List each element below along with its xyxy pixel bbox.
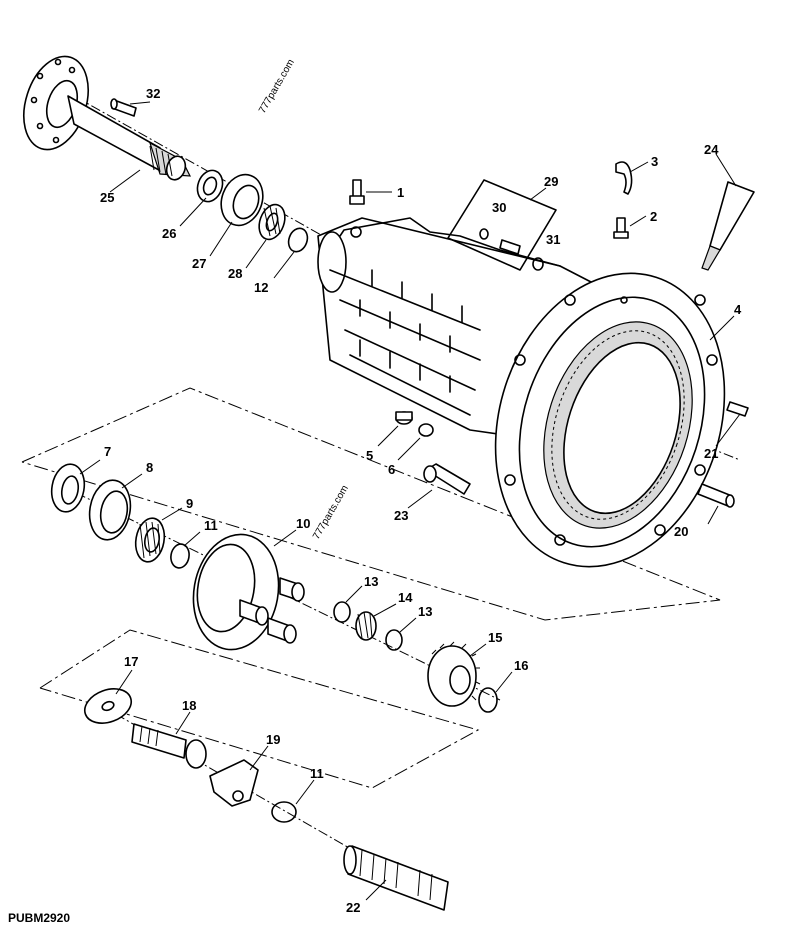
sealant-tube-24 (701, 181, 755, 271)
washer-17 (83, 688, 133, 724)
callout-23: 23 (394, 508, 408, 523)
snap-ring-11a (170, 543, 190, 569)
snap-ring-11b (271, 801, 297, 823)
callout-10: 10 (296, 516, 310, 531)
watermark-upper: 777parts.com (257, 58, 297, 116)
needle-bearing-14 (355, 611, 377, 641)
dowel-pin-20 (697, 483, 735, 508)
callout-16: 16 (514, 658, 528, 673)
grease-fitting-2 (613, 217, 629, 239)
callout-22: 22 (346, 900, 360, 915)
callout-2: 2 (650, 209, 657, 224)
callout-30: 30 (492, 200, 506, 215)
snap-ring-12 (287, 227, 309, 253)
seal-7 (50, 463, 86, 513)
callout-31: 31 (546, 232, 560, 247)
callout-27: 27 (192, 256, 206, 271)
final-drive-housing (317, 217, 726, 568)
leader-lines (79, 101, 741, 901)
callout-6: 6 (388, 462, 395, 477)
callout-15: 15 (488, 630, 502, 645)
callout-24: 24 (704, 142, 719, 157)
breather-group-29 (447, 179, 557, 271)
axle-shaft-flange (23, 55, 192, 181)
cone-bearing-28 (258, 203, 286, 241)
callout-5: 5 (366, 448, 373, 463)
callout-13-left: 13 (364, 574, 378, 589)
bearing-cup-27 (220, 173, 264, 227)
callout-29: 29 (544, 174, 558, 189)
snap-ring-16 (478, 687, 498, 713)
bearing-cup-8 (88, 479, 132, 541)
callout-20: 20 (674, 524, 688, 539)
grease-fitting-1 (349, 179, 365, 205)
callout-26: 26 (162, 226, 176, 241)
watermark-lower: 777parts.com (311, 484, 351, 542)
callout-25: 25 (100, 190, 114, 205)
callout-21: 21 (704, 446, 718, 461)
cap-3 (615, 161, 633, 195)
seal-26 (196, 169, 224, 203)
callout-11-lower: 11 (310, 766, 324, 781)
bolt-18 (131, 723, 207, 769)
planet-carrier-10 (192, 533, 305, 651)
o-ring-6 (418, 423, 434, 437)
callout-1: 1 (397, 185, 404, 200)
callout-14: 14 (398, 590, 413, 605)
callout-19: 19 (266, 732, 280, 747)
axle-centerline (59, 87, 331, 241)
bolt-23 (423, 463, 471, 495)
callout-9: 9 (186, 496, 193, 511)
callout-17: 17 (124, 654, 138, 669)
input-shaft-22 (343, 845, 449, 911)
planetary-group-outline (21, 387, 721, 621)
callout-3: 3 (651, 154, 658, 169)
callout-labels: 1 2 3 4 5 6 7 8 9 10 11 11 12 13 13 14 1… (100, 86, 742, 915)
callout-4: 4 (734, 302, 742, 317)
plug-5 (395, 411, 413, 425)
callout-7: 7 (104, 444, 111, 459)
diagram-code: PUBM2920 (8, 911, 70, 925)
wheel-stud (110, 98, 137, 117)
planet-centerline (59, 484, 501, 701)
snap-ring-13a (333, 601, 351, 623)
callout-32: 32 (146, 86, 160, 101)
lock-plate-19 (209, 759, 259, 807)
snap-ring-13b (385, 629, 403, 651)
planet-gear-15 (427, 641, 481, 707)
dowel-pin-21 (726, 401, 749, 417)
callout-8: 8 (146, 460, 153, 475)
callout-12: 12 (254, 280, 268, 295)
callout-13-right: 13 (418, 604, 432, 619)
callout-11-upper: 11 (204, 518, 218, 533)
callout-28: 28 (228, 266, 242, 281)
cone-bearing-9 (134, 517, 166, 563)
callout-18: 18 (182, 698, 196, 713)
